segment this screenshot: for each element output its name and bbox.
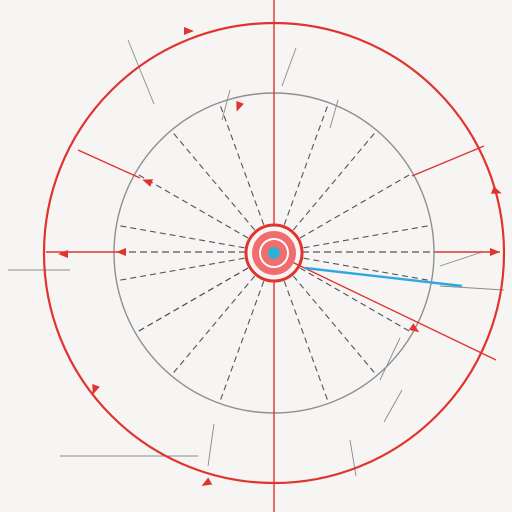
spoke-10 bbox=[303, 257, 432, 282]
radial-upper-right bbox=[411, 145, 485, 177]
spoke-16 bbox=[135, 267, 249, 334]
leader-lower-right-2 bbox=[383, 389, 403, 423]
arrow-head-icon-5 bbox=[408, 323, 420, 333]
blue-pointer-line bbox=[304, 266, 463, 288]
leader-bottom-right bbox=[349, 439, 357, 477]
spoke-1 bbox=[116, 257, 245, 282]
dashed-spokes bbox=[116, 102, 436, 404]
leader-right bbox=[439, 251, 483, 267]
arrow-head-icon-0 bbox=[184, 27, 194, 35]
arrow-head-icon-4 bbox=[490, 186, 502, 194]
radial-upper-left bbox=[77, 149, 141, 179]
spoke-14 bbox=[218, 281, 265, 404]
spoke-4 bbox=[170, 130, 256, 231]
leader-lines bbox=[8, 39, 505, 477]
leader-lower-right-1 bbox=[379, 337, 401, 381]
leader-pointer-tail bbox=[439, 285, 505, 291]
radial-lower-right bbox=[291, 261, 497, 361]
leader-upper-center bbox=[221, 89, 231, 121]
red-radial-lines bbox=[46, 0, 500, 512]
hub-target-icon bbox=[244, 223, 304, 283]
arrow-head-icon-7 bbox=[201, 477, 213, 486]
leader-bottom-center bbox=[207, 423, 215, 467]
arrow-head-icon-3 bbox=[142, 179, 154, 187]
spoke-7 bbox=[292, 130, 378, 231]
spoke-5 bbox=[218, 102, 265, 225]
arrow-head-icon-1 bbox=[58, 250, 68, 258]
spoke-3 bbox=[135, 172, 249, 239]
arrow-head-icon-8 bbox=[236, 100, 244, 112]
leader-top-right bbox=[281, 47, 297, 87]
spoke-12 bbox=[292, 275, 378, 376]
spoke-2 bbox=[116, 224, 245, 249]
leader-upper-right bbox=[329, 99, 339, 129]
spoke-15 bbox=[170, 275, 256, 376]
leader-upper-left bbox=[127, 39, 155, 105]
spoke-9 bbox=[303, 224, 432, 249]
arrow-heads bbox=[58, 27, 502, 486]
arrow-head-icon-2 bbox=[490, 248, 500, 256]
spoke-13 bbox=[283, 281, 330, 404]
arrow-head-icon-6 bbox=[92, 383, 100, 395]
arrow-head-icon-9 bbox=[116, 248, 126, 256]
spoke-8 bbox=[299, 172, 413, 239]
spoke-11 bbox=[299, 267, 413, 334]
spoke-6 bbox=[283, 102, 330, 225]
